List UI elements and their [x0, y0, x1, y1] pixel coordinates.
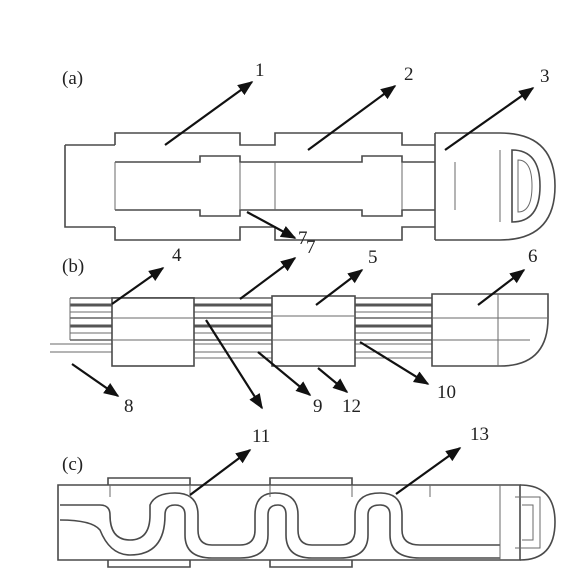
callout-12: 12: [342, 396, 361, 417]
tip-6: [431, 293, 549, 367]
arrow-3: [444, 87, 535, 151]
arrow-13: [395, 447, 462, 495]
callout-7-b: 7: [306, 237, 316, 258]
callout-13: 13: [470, 424, 489, 445]
callout-8: 8: [124, 396, 134, 417]
arrow-6: [477, 269, 526, 306]
panel-b: (b) 4 7: [50, 237, 549, 417]
arrow-9: [257, 351, 312, 396]
arrow-10: [359, 341, 430, 385]
panel-b-rods: [50, 297, 435, 359]
panel-a: (a) 1 2 3: [62, 60, 556, 249]
callout-9: 9: [313, 396, 323, 417]
arrow-2: [307, 85, 397, 151]
arrow-11-c: [189, 449, 252, 496]
panel-c-label: (c): [62, 454, 83, 475]
arrow-7-b: [239, 257, 297, 300]
callout-7-a: 7: [298, 228, 308, 249]
panel-c: (c) 11 13: [57, 424, 556, 568]
arrow-1: [164, 81, 254, 146]
callout-3: 3: [540, 66, 550, 87]
callout-10: 10: [437, 382, 456, 403]
arrow-4: [111, 267, 165, 305]
block-4: [111, 297, 195, 367]
arrow-5: [315, 269, 364, 306]
callout-11: 11: [252, 426, 270, 447]
arrow-7-a: [246, 211, 297, 239]
arrow-8: [71, 363, 120, 397]
block-5: [271, 295, 356, 367]
panel-c-body-outline: [57, 477, 556, 568]
panel-a-label: (a): [62, 68, 83, 89]
callout-5: 5: [368, 247, 378, 268]
callout-1: 1: [255, 60, 265, 81]
panel-b-label: (b): [62, 256, 84, 277]
callout-6: 6: [528, 246, 538, 267]
callout-4: 4: [172, 245, 182, 266]
arrow-12: [317, 367, 349, 393]
arrow-11-b: [205, 319, 263, 410]
callout-2: 2: [404, 64, 414, 85]
